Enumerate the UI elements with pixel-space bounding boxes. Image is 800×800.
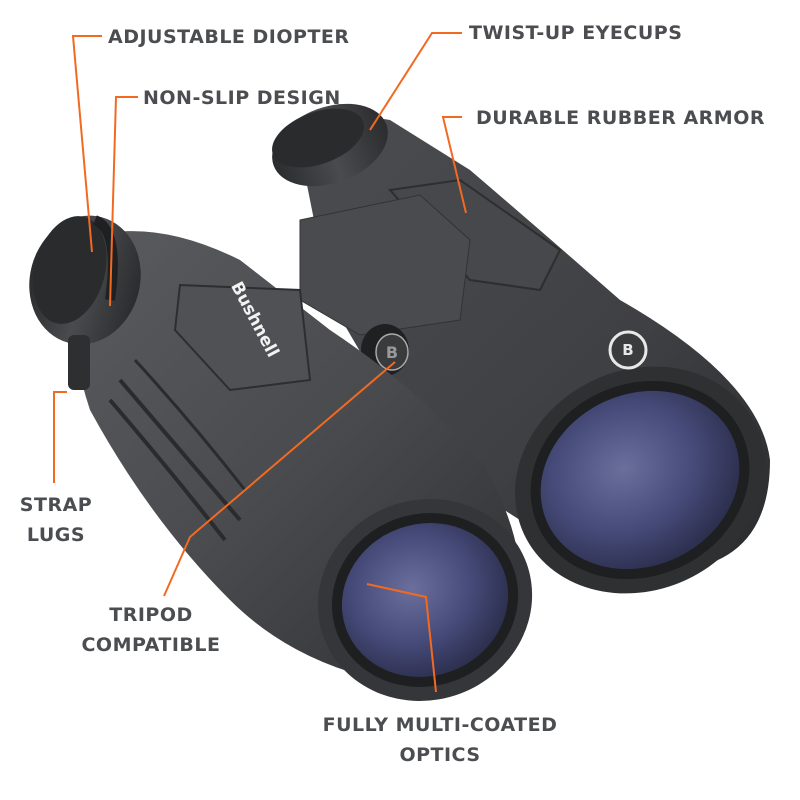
leader-lines [53,32,467,693]
callout-strap-lugs: STRAP LUGS [19,494,93,546]
svg-text:B: B [386,343,398,362]
leader-twist-up-eyecups [369,32,462,131]
callout-fully-multi-coated-optics: FULLY MULTI-COATED OPTICS [322,714,558,766]
focus-knob-icon [375,333,409,371]
badge-letter: B [622,341,634,359]
leader-tripod-compatible [163,361,396,597]
leader-strap-lugs [53,391,67,483]
callout-twist-up-eyecups: TWIST-UP EYECUPS [469,22,683,44]
callout-non-slip-design: NON-SLIP DESIGN [143,87,341,109]
leader-fully-multi-coated-optics [366,583,437,693]
left-barrel: Bushnell [29,215,533,701]
callout-tripod-compatible: TRIPOD COMPATIBLE [81,604,221,656]
leader-non-slip-design [109,96,138,307]
leader-adjustable-diopter [71,35,102,253]
leader-durable-rubber-armor [441,116,467,214]
callout-durable-rubber-armor: DURABLE RUBBER ARMOR [476,107,765,129]
brand-badge-icon [608,330,648,370]
callout-adjustable-diopter: ADJUSTABLE DIOPTER [108,26,350,48]
